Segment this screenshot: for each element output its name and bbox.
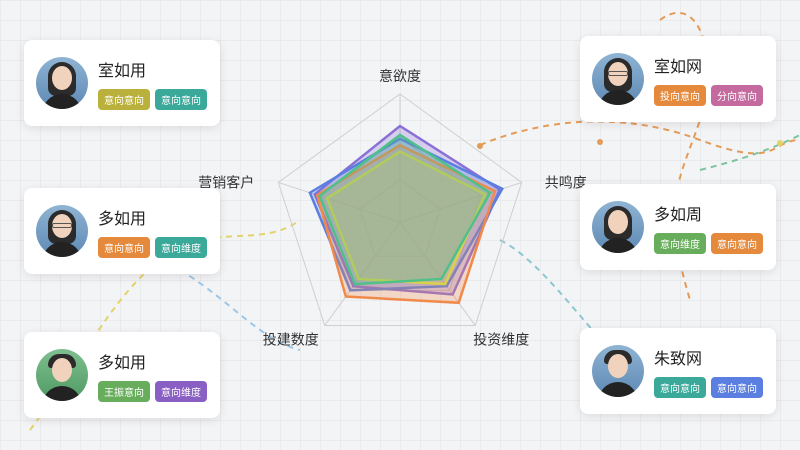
radar-spoke	[399, 221, 476, 326]
tag: 王振意向	[98, 380, 150, 402]
person-card[interactable]: 多如周 意向维度 意向意向	[580, 184, 776, 270]
avatar	[592, 201, 644, 253]
radar-series	[308, 137, 505, 292]
person-name: 室如网	[654, 56, 703, 76]
avatar	[592, 345, 644, 397]
tag: 意向维度	[155, 236, 207, 258]
person-card[interactable]: 多如用 意向意向 意向维度	[24, 188, 220, 274]
radar-axis-label: 营销客户	[198, 174, 254, 191]
avatar	[36, 205, 88, 257]
radar-axis-label: 意欲度	[379, 68, 421, 85]
tag: 意向意向	[654, 376, 706, 398]
person-card[interactable]: 多如用 王振意向 意向维度	[24, 332, 220, 418]
person-name: 多如用	[98, 208, 147, 228]
radar-spoke	[324, 221, 401, 326]
tag: 意向维度	[155, 380, 207, 402]
radar-series	[318, 133, 492, 286]
person-name: 多如周	[654, 204, 703, 224]
tag: 意向意向	[98, 236, 150, 258]
radar-axis-label: 投资维度	[473, 333, 529, 349]
person-name: 多如用	[98, 352, 147, 372]
tag: 意向维度	[654, 232, 706, 254]
person-name: 朱致网	[654, 348, 703, 368]
tag: 分向意向	[711, 84, 763, 106]
person-card[interactable]: 朱致网 意向意向 意向意向	[580, 328, 776, 414]
radar-spoke	[278, 181, 401, 223]
radar-axis-label: 共鸣度	[545, 174, 587, 191]
tag: 意向意向	[98, 88, 150, 110]
avatar	[592, 53, 644, 105]
person-card[interactable]: 室如网 投向意向 分向意向	[580, 36, 776, 122]
tag: 意向意向	[155, 88, 207, 110]
radar-grid-ring	[277, 93, 523, 327]
person-card[interactable]: 室如用 意向意向 意向意向	[24, 40, 220, 126]
tag: 意向意向	[711, 376, 763, 398]
radar-axis-label: 投建数度	[263, 333, 319, 349]
avatar	[36, 349, 88, 401]
radar-grid-ring	[359, 179, 441, 257]
avatar	[36, 57, 88, 109]
person-name: 室如用	[98, 60, 147, 80]
tag: 意向意向	[711, 232, 763, 254]
tag: 投向意向	[654, 84, 706, 106]
